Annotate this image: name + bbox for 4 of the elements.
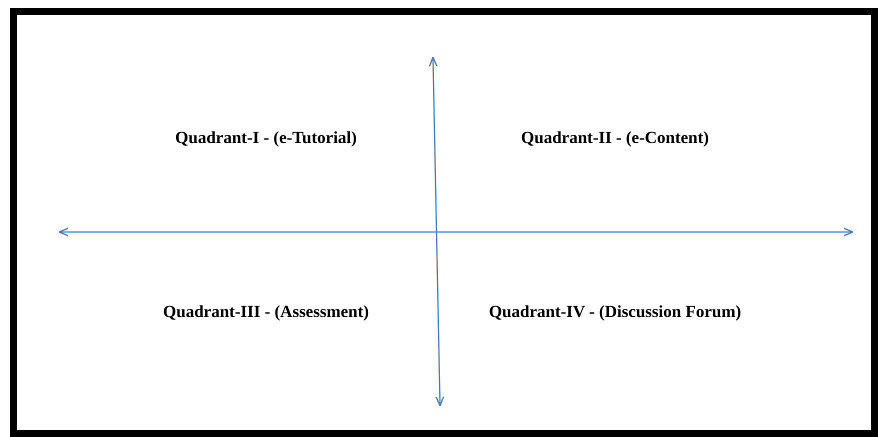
- quadrant-label: Quadrant-IV - (Discussion Forum): [488, 302, 742, 322]
- quadrant-label: Quadrant-I - (e-Tutorial): [175, 128, 357, 148]
- quadrant-label: Quadrant-III - (Assessment): [163, 302, 369, 322]
- quadrant-label: Quadrant-II - (e-Content): [521, 128, 709, 148]
